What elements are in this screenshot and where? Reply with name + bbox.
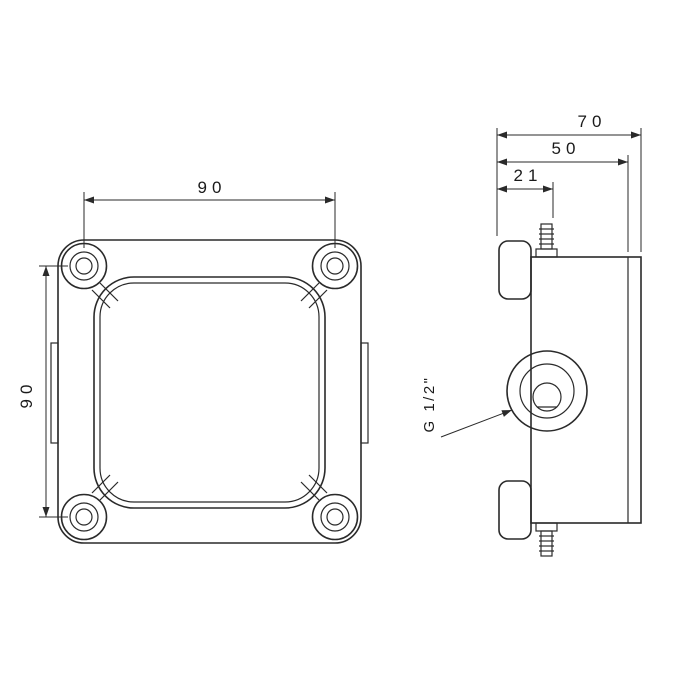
- cover-plate-outer: [93, 276, 326, 509]
- dimension-side-body-depth: 50: [497, 139, 629, 252]
- side-body: [530, 256, 642, 524]
- right-clip-tab: [360, 342, 369, 444]
- dimension-side-total-depth: 70: [496, 112, 642, 252]
- dim-side-total-label: 70: [578, 112, 607, 131]
- cover-plate-inner: [99, 282, 320, 503]
- mounting-lug-top-right: [311, 242, 359, 290]
- bottom-screw: [535, 522, 558, 557]
- front-body-outline: [57, 239, 362, 544]
- top-screw-threads: [539, 228, 554, 245]
- dim-side-body-label: 50: [552, 139, 581, 158]
- port-callout: G 1/2": [421, 375, 513, 438]
- dim-front-width-label: 90: [198, 178, 227, 197]
- mounting-lug-top-left: [60, 242, 108, 290]
- front-view: 90 90: [17, 178, 369, 544]
- inlet-port: [506, 350, 588, 432]
- side-flange-top: [498, 240, 532, 300]
- dim-front-height-label: 90: [17, 380, 36, 409]
- side-view: G 1/2" 70 50 21: [421, 112, 642, 557]
- top-screw: [535, 223, 558, 258]
- side-flange-bottom: [498, 480, 532, 540]
- port-thread-label: G 1/2": [421, 375, 438, 432]
- dimension-front-width: 90: [83, 178, 336, 248]
- mounting-lug-bottom-right: [311, 493, 359, 541]
- corner-gussets: [91, 282, 328, 501]
- left-clip-tab: [50, 342, 59, 444]
- mounting-lug-bottom-left: [60, 493, 108, 541]
- dimension-side-offset: 21: [497, 166, 554, 218]
- dimension-front-height: 90: [17, 265, 68, 518]
- bottom-screw-threads: [539, 535, 554, 552]
- dim-side-offset-label: 21: [514, 166, 543, 185]
